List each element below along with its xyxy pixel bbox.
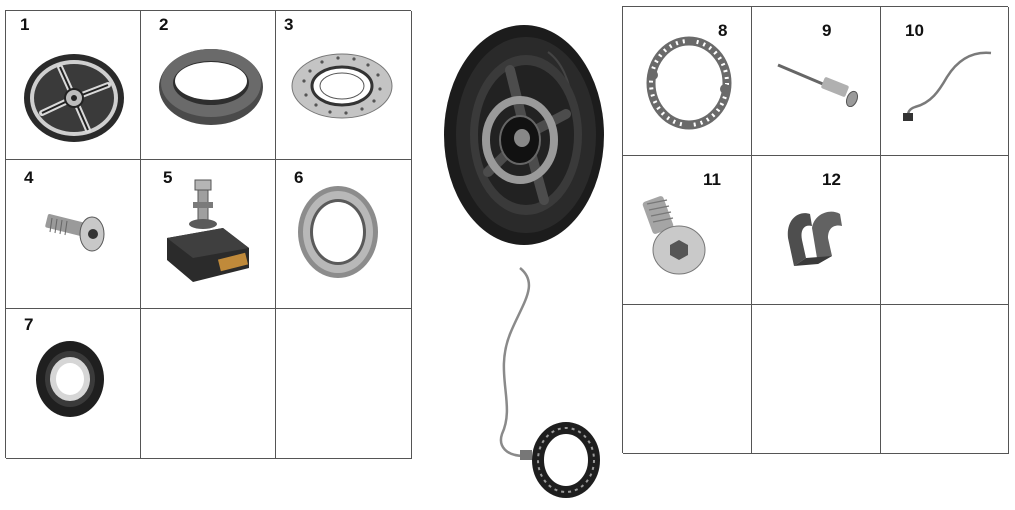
part-number-label: 2	[159, 15, 169, 34]
part-cell-1: 1	[6, 11, 141, 160]
empty-cell	[623, 305, 752, 454]
part-number-label: 8	[718, 21, 728, 40]
part-cell-10: 10	[881, 7, 1009, 156]
left-parts-grid: 1 2	[5, 10, 412, 459]
part-cell-9: 9	[752, 7, 881, 156]
part-number-label: 7	[24, 315, 34, 334]
part-number-label: 1	[20, 15, 30, 34]
part-number-label: 12	[822, 170, 841, 189]
brake-disc-icon	[291, 53, 393, 119]
part-number-label: 10	[905, 21, 924, 40]
part-cell-12: 12	[752, 156, 881, 305]
part-cell-3: 3	[276, 11, 412, 160]
wheel-rim-icon	[24, 54, 124, 142]
rivet-icon	[777, 63, 859, 107]
part-cell-8: 8	[623, 7, 752, 156]
part-cell-11: 11	[623, 156, 752, 305]
part-cell-5: 5	[141, 160, 276, 309]
part-number-label: 4	[24, 168, 34, 187]
part-number-label: 5	[163, 168, 173, 187]
empty-cell	[141, 309, 276, 459]
part-cell-7: 7	[6, 309, 141, 459]
abs-sensor-assembly-icon	[499, 267, 600, 498]
part-number-label: 11	[703, 170, 721, 189]
tpms-valve-sensor-icon	[167, 179, 249, 282]
seal-ring-icon	[298, 186, 378, 278]
empty-cell	[881, 305, 1009, 454]
abs-tone-ring-icon	[646, 36, 732, 130]
sensor-cable-icon	[903, 51, 992, 121]
assembled-wheel-icon	[444, 25, 604, 245]
empty-cell	[276, 309, 412, 459]
empty-cell	[752, 305, 881, 454]
cable-clip-icon	[787, 211, 842, 266]
empty-cell	[881, 156, 1009, 305]
part-number-label: 3	[284, 15, 294, 34]
part-cell-6: 6	[276, 160, 412, 309]
tire-icon	[159, 49, 263, 125]
bearing-icon	[36, 341, 104, 417]
part-cell-4: 4	[6, 160, 141, 309]
socket-head-screw-icon	[642, 196, 706, 275]
bolt-icon	[45, 214, 105, 252]
part-number-label: 6	[294, 168, 304, 187]
part-cell-2: 2	[141, 11, 276, 160]
right-parts-grid: 8 9 10 11	[622, 6, 1009, 454]
part-number-label: 9	[822, 21, 832, 40]
